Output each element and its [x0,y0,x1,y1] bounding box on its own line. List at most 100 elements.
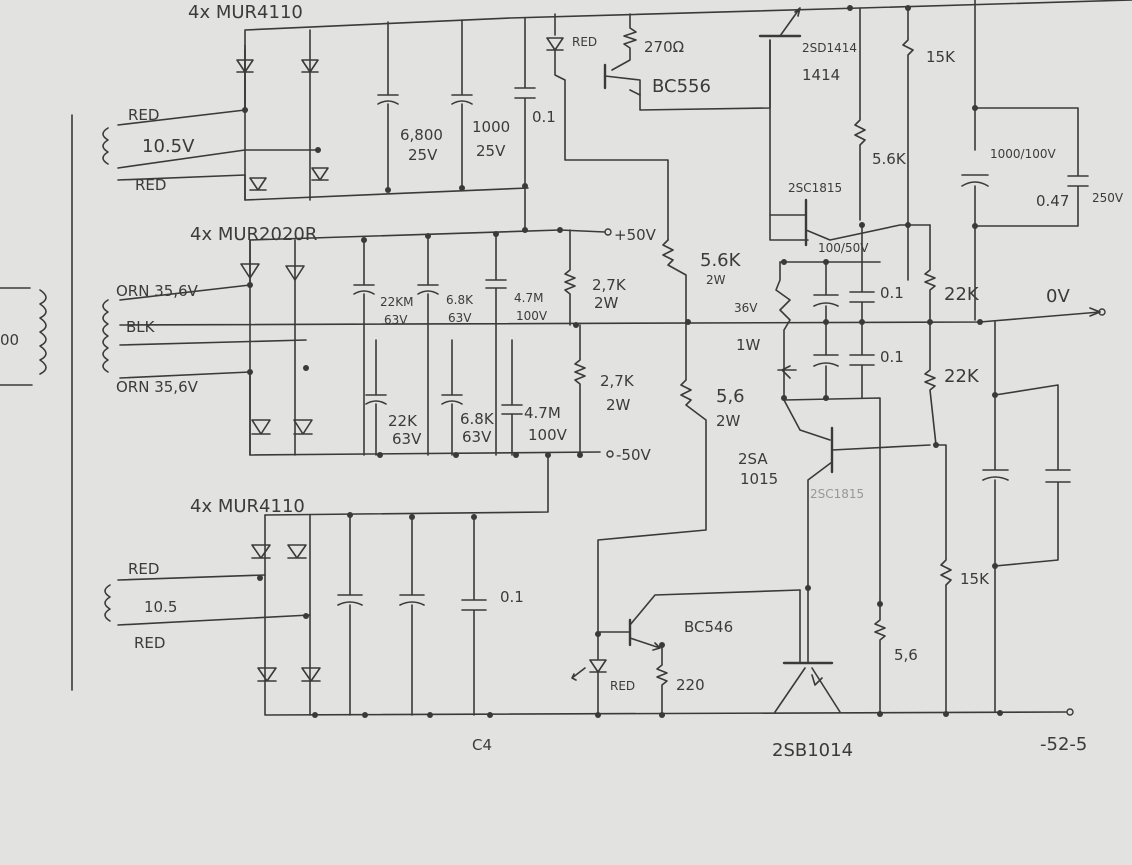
labels: 4x MUR4110 RED 10.5V RED 6,800 25V 1000 … [0,2,1124,761]
label-r-5-6k-mid-b: 2W [706,273,726,287]
diode [301,667,321,682]
transformer [0,114,111,691]
label-r-2-7k-bot-a: 2,7K [600,372,635,390]
secondary-coil-top [102,127,109,165]
label-plus50: +50V [614,226,657,244]
label-one-w: 1W [736,336,761,354]
label-r-5-6k-mid-a: 5.6K [700,250,742,271]
diode [301,59,319,73]
label-r-5-6-bot: 5,6 [894,646,918,664]
resistor-5-6k-top [854,7,866,221]
top-supply [117,0,1132,321]
label-c-047-b: 250V [1092,191,1124,205]
label-c-100-50: 100/50V [818,241,869,255]
label-blk: BLK [126,318,156,336]
label-z-36v: 36V [734,301,758,315]
label-orn-top: ORN 35,6V [116,282,199,300]
label-r-2-7k-top-b: 2W [594,294,619,312]
resistor-22k-stack [924,224,952,713]
label-c-6-8k2-a: 6.8K [460,410,495,428]
diode [251,419,271,435]
label-orn-bot: ORN 35,6V [116,378,199,396]
secondary-coil-bot [104,584,111,622]
label-c-1000-b: 25V [476,142,506,160]
label-q-bc546: BC546 [684,618,733,636]
label-c-047-a: 0.47 [1036,192,1069,210]
label-r-22k-top: 22K [944,284,980,305]
label-c-22k-a: 22KM [380,295,414,309]
label-led-red-top: RED [572,35,597,49]
label-c-0-1-bot: 0.1 [500,588,524,606]
label-q-2sd-b: 1414 [802,66,840,84]
label-q-2sa-a: 2SA [738,450,768,468]
label-q-2sc1815: 2SC1815 [788,181,842,195]
resistor-5-6k-mid [597,239,707,633]
label-c-22k-b: 63V [384,313,408,327]
label-r-2-7k-top-a: 2,7K [592,276,627,294]
label-red-bl: RED [135,176,166,194]
resistor-220 [656,647,668,716]
label-r-5-6-b: 2W [716,412,741,430]
diode [311,167,329,181]
diode [240,263,260,279]
diode [249,177,267,191]
label-c-6800-a: 6,800 [400,126,443,144]
resistor-15k-top [902,7,914,281]
label-r-270: 270Ω [644,38,684,56]
label-r-22k-bot: 22K [944,366,980,387]
diode [293,419,313,435]
diode [285,265,305,281]
resistor-5-6-bot [874,599,886,715]
primary-coil [39,289,47,375]
secondary-coil-mid [102,299,109,373]
label-bridge-mid: 4x MUR2020R [190,224,317,245]
bottom-supply [117,454,1074,718]
resistor-2-7k-bot [574,324,586,456]
label-r-15k-top: 15K [926,48,956,66]
label-q-2sa-b: 1015 [740,470,778,488]
label-c-1000-a: 1000 [472,118,510,136]
label-zero-v: 0V [1046,286,1070,307]
label-trafo-00: 00 [0,331,19,349]
label-c-4-7m2-a: 4.7M [524,404,561,422]
label-q-2sb: 2SB1014 [772,740,853,761]
label-c-4-7m2-b: 100V [528,426,568,444]
label-cap-bottom: C4 [472,736,492,754]
label-r-5-6k-top: 5.6K [872,150,907,168]
label-c-4-7m-b: 100V [516,309,548,323]
label-q-bc556: BC556 [652,76,711,97]
label-r-220: 220 [676,676,705,694]
label-minus52: -52-5 [1040,734,1087,755]
label-v-top: 10.5V [142,136,195,157]
label-r-2-7k-bot-b: 2W [606,396,631,414]
label-c-1000-100: 1000/100V [990,147,1056,161]
label-c-6-8k-b: 63V [448,311,472,325]
resistor-2-7k-top [564,229,576,326]
label-red-bl3: RED [134,634,165,652]
diode [257,667,277,682]
label-c-6-8k-a: 6.8K [446,293,474,307]
diode [251,544,271,559]
label-led-red-bot: RED [610,679,635,693]
diode [236,59,254,73]
label-red-tl3: RED [128,560,159,578]
main-supply [119,198,1106,713]
label-red-tl: RED [128,106,159,124]
label-c-0-1-a: 0.1 [880,284,904,302]
label-bridge-bot: 4x MUR4110 [190,496,305,517]
label-c-0-1-b: 0.1 [880,348,904,366]
label-c-4-7m-a: 4.7M [514,291,543,305]
diode [287,544,307,559]
label-q-2sd-a: 2SD1414 [802,41,857,55]
label-c-0-1-top: 0.1 [532,108,556,126]
label-r-15k-bot: 15K [960,570,990,588]
label-q-2sc-faint: 2SC1815 [810,487,864,501]
label-c-6800-b: 25V [408,146,438,164]
label-c-22k2-a: 22K [388,412,418,430]
label-minus50: -50V [616,446,651,464]
label-c-6-8k2-b: 63V [462,428,492,446]
label-v-bot: 10.5 [144,598,177,616]
label-c-22k2-b: 63V [392,430,422,448]
